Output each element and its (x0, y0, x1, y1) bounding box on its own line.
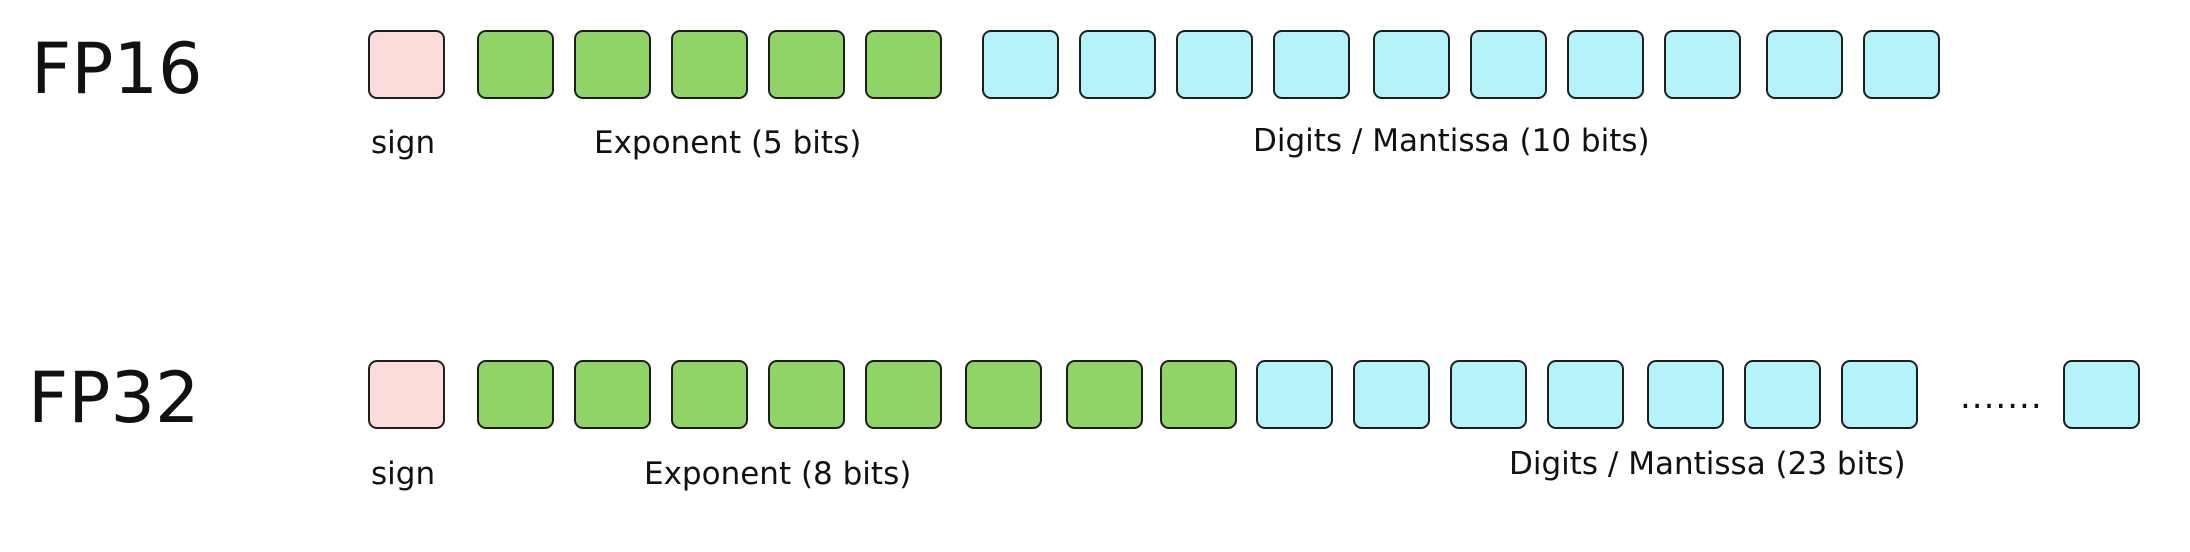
fp32-exponent-bit (1160, 360, 1237, 429)
fp32-exponent-bit (477, 360, 554, 429)
fp32-title: FP32 (28, 357, 200, 439)
fp32-mantissa-bit (2063, 360, 2140, 429)
fp16-mantissa-bit (1176, 30, 1253, 99)
fp16-exponent-bit (768, 30, 845, 99)
fp32-exponent-label: Exponent (8 bits) (644, 456, 912, 492)
fp32-mantissa-label: Digits / Mantissa (23 bits) (1509, 446, 1906, 482)
fp32-exponent-bit (574, 360, 651, 429)
fp16-sign-bit (368, 30, 445, 99)
fp16-title: FP16 (31, 28, 203, 110)
fp32-sign-bit (368, 360, 445, 429)
fp32-sign-label: sign (371, 456, 436, 492)
fp16-mantissa-bit (982, 30, 1059, 99)
fp16-mantissa-label: Digits / Mantissa (10 bits) (1253, 123, 1650, 159)
fp16-mantissa-bit (1567, 30, 1644, 99)
fp16-exponent-bit (574, 30, 651, 99)
fp16-exponent-bit (477, 30, 554, 99)
fp32-exponent-bit (671, 360, 748, 429)
fp32-mantissa-bit (1353, 360, 1430, 429)
fp32-exponent-bit (965, 360, 1042, 429)
fp32-exponent-bit (1066, 360, 1143, 429)
fp32-exponent-bit (768, 360, 845, 429)
fp32-exponent-bit (865, 360, 942, 429)
fp16-sign-label: sign (371, 125, 436, 161)
fp16-mantissa-bit (1664, 30, 1741, 99)
fp16-mantissa-bit (1766, 30, 1843, 99)
fp16-mantissa-bit (1863, 30, 1940, 99)
fp16-exponent-bit (865, 30, 942, 99)
fp32-mantissa-bit (1744, 360, 1821, 429)
fp32-mantissa-bit (1256, 360, 1333, 429)
fp16-mantissa-bit (1273, 30, 1350, 99)
fp32-mantissa-bit (1450, 360, 1527, 429)
fp32-mantissa-bit (1647, 360, 1724, 429)
fp16-mantissa-bit (1470, 30, 1547, 99)
fp16-mantissa-bit (1079, 30, 1156, 99)
fp16-mantissa-bit (1373, 30, 1450, 99)
fp16-exponent-label: Exponent (5 bits) (594, 125, 862, 161)
fp16-exponent-bit (671, 30, 748, 99)
fp32-mantissa-bit (1841, 360, 1918, 429)
fp32-mantissa-bit (1547, 360, 1624, 429)
fp32-ellipsis: ....... (1960, 377, 2043, 417)
